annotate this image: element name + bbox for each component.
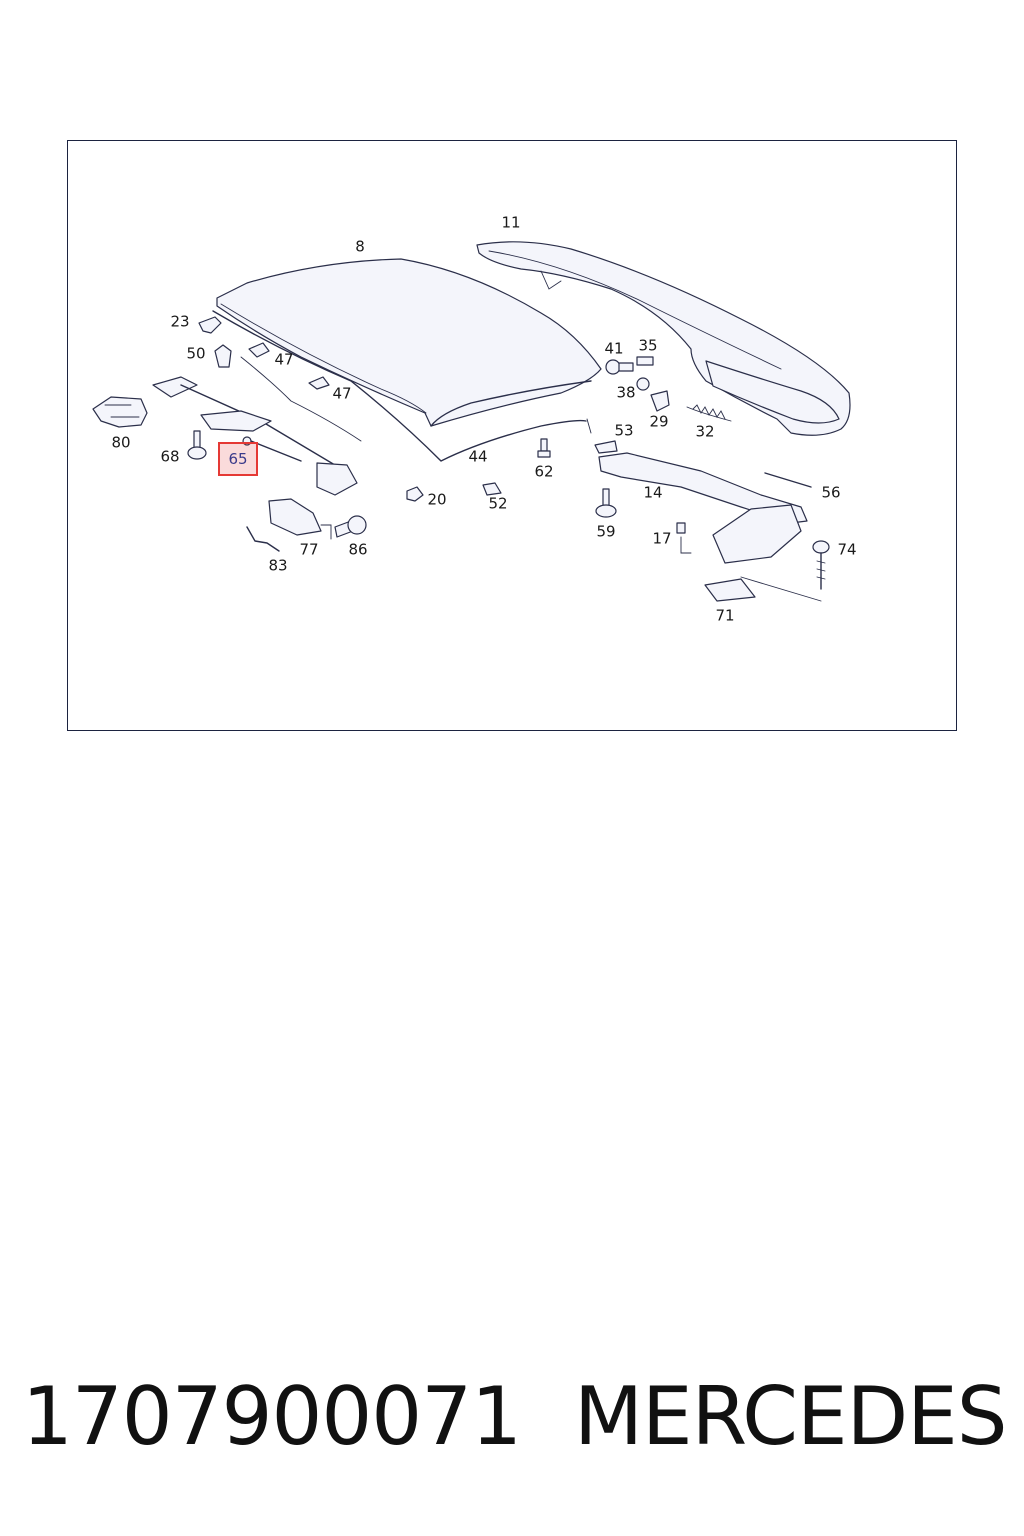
callout-52: 52 xyxy=(488,494,508,513)
hinge-small-parts xyxy=(605,356,732,422)
callout-35: 35 xyxy=(638,336,658,355)
callout-86: 86 xyxy=(348,540,368,559)
part-number-text: 1707900071 xyxy=(22,1370,522,1463)
part-53-clip xyxy=(594,440,618,454)
part-56-rod xyxy=(764,472,812,488)
linkage-rod xyxy=(152,376,358,496)
callout-17: 17 xyxy=(652,529,672,548)
callout-20: 20 xyxy=(427,490,447,509)
callout-41: 41 xyxy=(604,339,624,358)
part-71-plate xyxy=(704,578,756,602)
callout-68: 68 xyxy=(160,447,180,466)
callout-53: 53 xyxy=(614,421,634,440)
part-8-roof-panel xyxy=(216,258,602,427)
part-11-rear-frame xyxy=(476,241,851,436)
leader-line-71 xyxy=(740,576,822,602)
callout-74: 74 xyxy=(837,540,857,559)
callout-29: 29 xyxy=(649,412,669,431)
callout-23: 23 xyxy=(170,312,190,331)
part-68-bolt xyxy=(187,430,207,460)
part-86-bolt xyxy=(334,515,367,538)
release-cable xyxy=(240,356,362,442)
part-80-lock xyxy=(92,396,148,428)
callout-71: 71 xyxy=(715,606,735,625)
callout-38: 38 xyxy=(616,383,636,402)
part-52-clip xyxy=(482,482,502,496)
callout-11: 11 xyxy=(501,213,521,232)
part-59-bolt xyxy=(595,488,617,518)
parts-diagram-illustration xyxy=(92,241,851,602)
part-62-bolt xyxy=(537,438,551,458)
callout-32: 32 xyxy=(695,422,715,441)
callout-14: 14 xyxy=(643,483,663,502)
callout-50: 50 xyxy=(186,344,206,363)
part-83-strap xyxy=(246,526,280,552)
part-50-clip xyxy=(214,344,232,368)
callout-56: 56 xyxy=(821,483,841,502)
part-14-hinge-arm xyxy=(598,452,808,564)
callout-62: 62 xyxy=(534,462,554,481)
part-23-clip xyxy=(198,316,222,334)
brand-text: MERCEDES xyxy=(574,1370,1008,1463)
callout-8: 8 xyxy=(355,237,365,256)
callout-77: 77 xyxy=(299,540,319,559)
callout-59: 59 xyxy=(596,522,616,541)
callout-44: 44 xyxy=(468,447,488,466)
part-44-seal xyxy=(212,310,592,462)
parts-diagram-frame: 8 11 23 50 47 47 80 68 65 44 20 52 77 86… xyxy=(67,140,957,731)
callout-47-top: 47 xyxy=(274,350,294,369)
callout-47-lower: 47 xyxy=(332,384,352,403)
part-47-fasteners xyxy=(248,342,330,390)
part-20-clip xyxy=(406,486,424,502)
callout-65-highlighted[interactable]: 65 xyxy=(218,442,258,476)
callout-83: 83 xyxy=(268,556,288,575)
part-17-bolt xyxy=(676,522,692,554)
callout-80: 80 xyxy=(111,433,131,452)
part-77-latch xyxy=(268,498,332,540)
part-74-screw xyxy=(812,540,830,590)
